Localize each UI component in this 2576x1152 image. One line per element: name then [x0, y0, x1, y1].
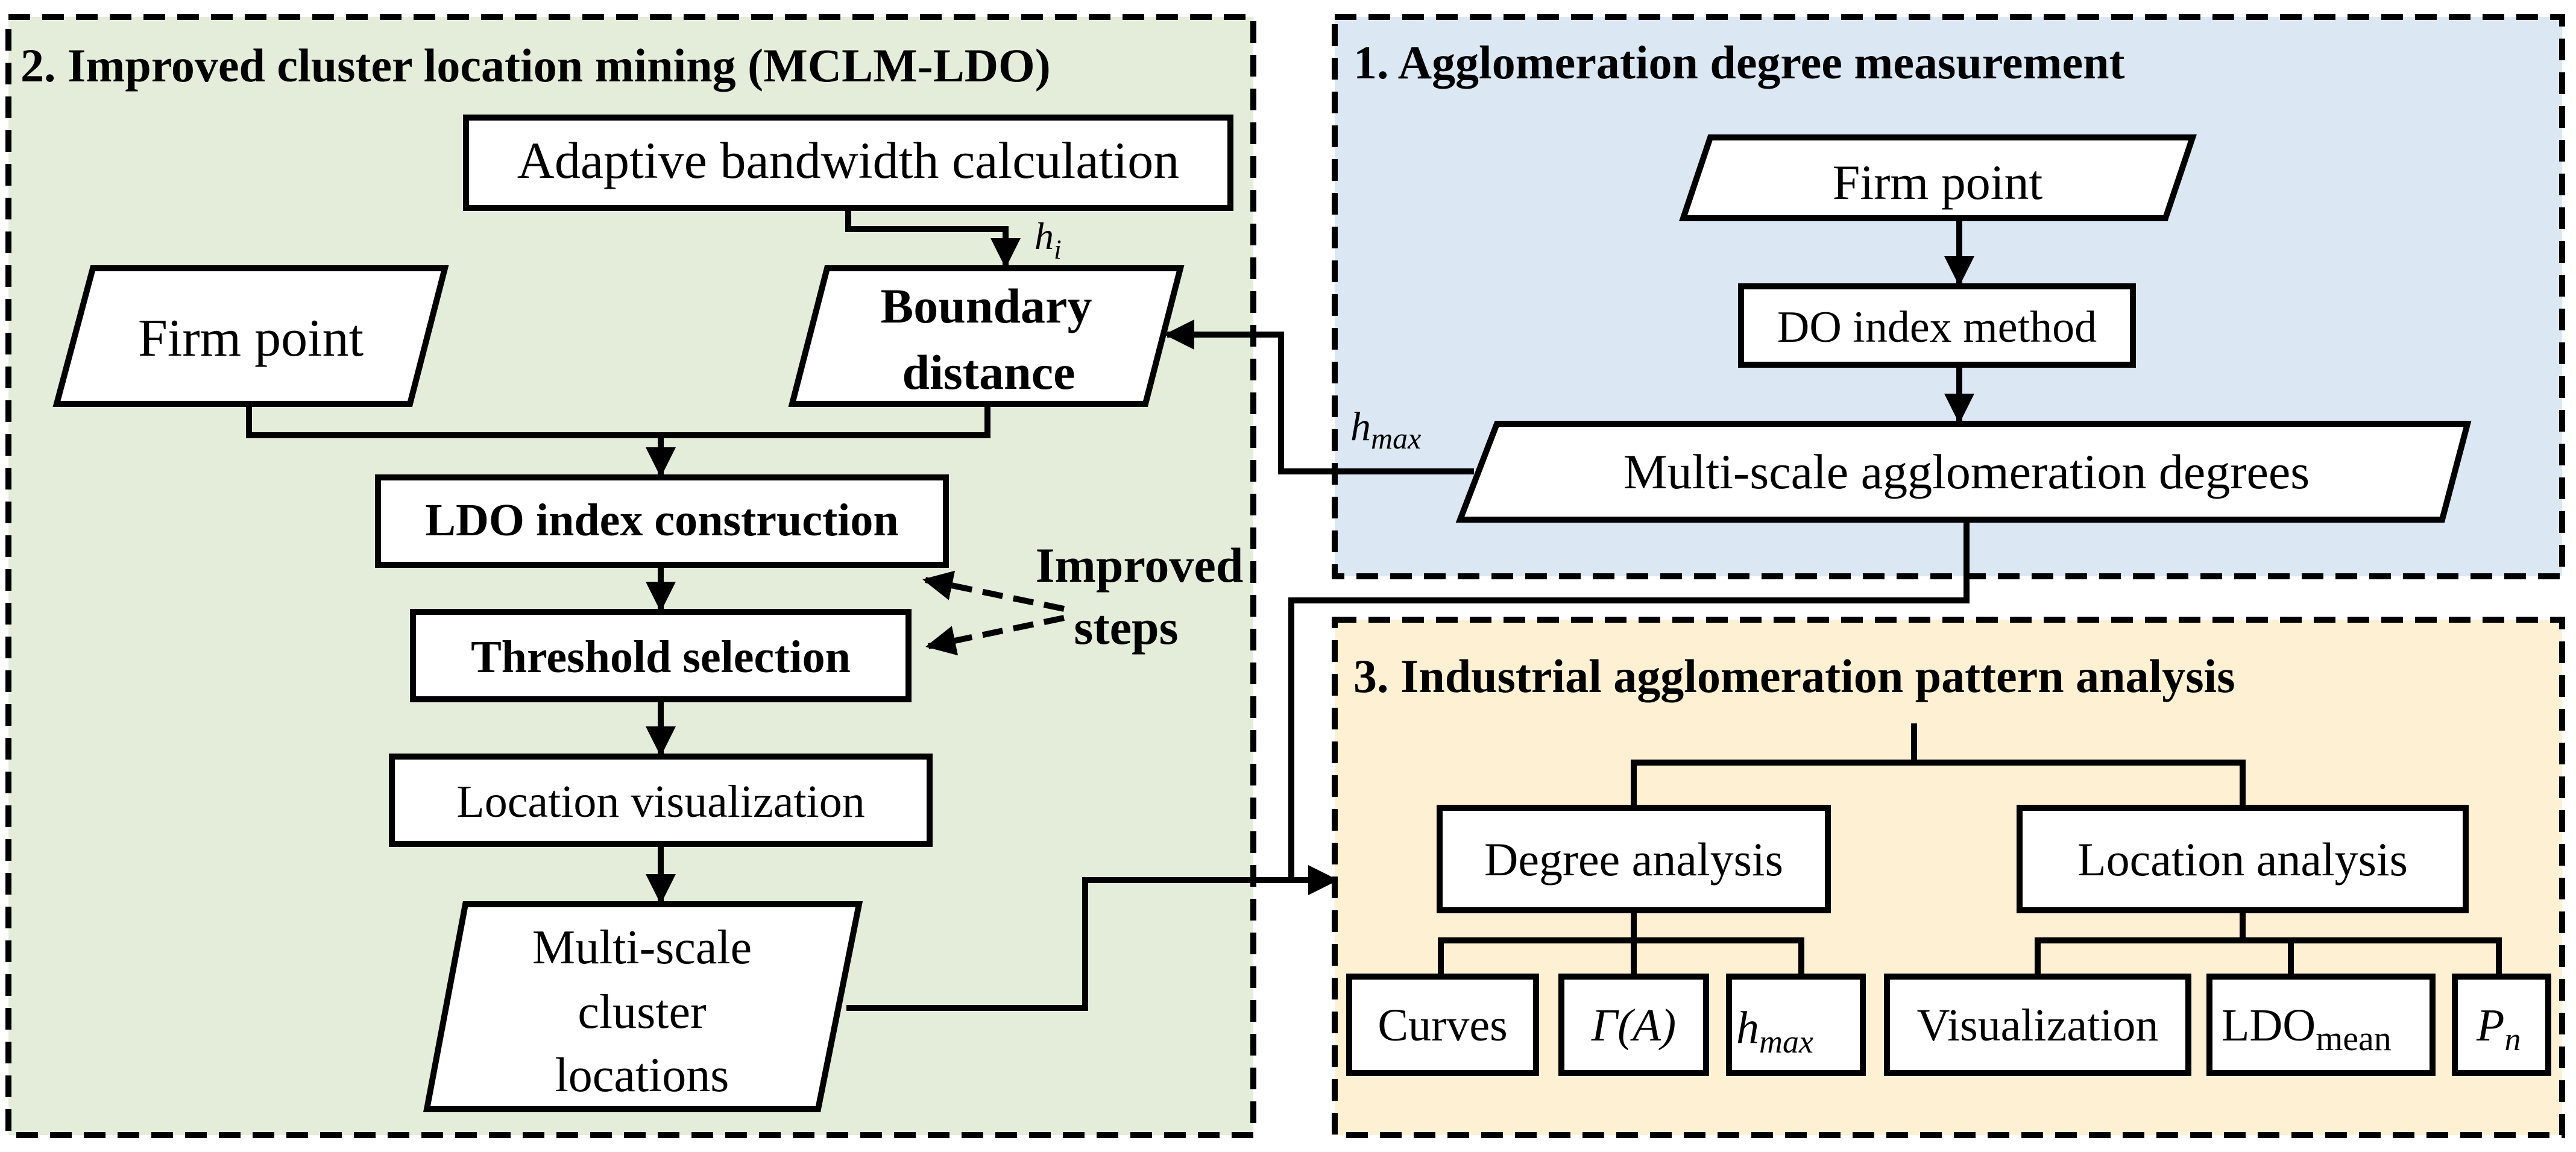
p3-pn-label: Pn [2476, 1000, 2521, 1057]
p3-hmax-sub: max [1759, 1024, 1813, 1060]
p3-gamma-box [1558, 974, 1709, 1076]
p2-threshold-selection-box [410, 609, 912, 702]
cluster-locations-to-pattern-analysis [846, 865, 1338, 1011]
p2-improved-dashed-arrow-bottom [925, 615, 1065, 656]
p2-h-i-sub: i [1054, 234, 1062, 265]
p3-degree-branch [1438, 937, 1804, 977]
p1-multi-scale-degrees-label: Multi-scale agglomeration degrees [1623, 444, 2310, 499]
p2-boundary-line1: Boundary [881, 279, 1092, 333]
p3-curves-label: Curves [1378, 1000, 1507, 1051]
p2-improved-line1: Improved [1036, 538, 1244, 593]
p3-gamma-label: Γ(A) [1591, 1000, 1676, 1051]
p2-adaptive-bandwidth-box [463, 115, 1233, 211]
p3-hmax-main: h [1736, 1002, 1759, 1053]
p2-improved-dashed-arrow-top [922, 570, 1065, 612]
p2-clusters-line3: locations [555, 1049, 729, 1102]
p3-ldo-mean-box [2206, 974, 2436, 1076]
hmax-arrow-to-boundary [1164, 319, 1474, 474]
p2-threshold-selection-label: Threshold selection [471, 632, 851, 682]
p3-location-analysis-box [2017, 805, 2469, 913]
p2-merge-firm-boundary [246, 404, 990, 438]
p2-location-visualization-label: Location visualization [456, 776, 864, 827]
p3-ldo-mean-sub: mean [2316, 1019, 2392, 1058]
p2-hmax-main: h [1350, 403, 1371, 449]
p2-hmax-label: hmax [1350, 403, 1421, 455]
p3-curves-box [1346, 974, 1539, 1076]
p3-hmax-box [1726, 974, 1866, 1076]
p1-do-index-label: DO index method [1777, 303, 2097, 352]
p2-cluster-locations-shape [423, 901, 863, 1112]
p1-firm-point-shape [1679, 134, 2197, 221]
p2-clusters-line2: cluster [578, 986, 706, 1039]
panel1-title: 1. Agglomeration degree measurement [1353, 36, 2125, 89]
p2-boundary-line2: distance [902, 345, 1075, 400]
p2-clusters-line1: Multi-scale [532, 921, 752, 974]
p3-visualization-box [1884, 974, 2191, 1076]
p2-ldo-construction-label: LDO index construction [425, 495, 898, 546]
p2-arrow-bandwidth-to-boundary [845, 208, 1021, 268]
p3-ldo-mean-label: LDOmean [2222, 1000, 2392, 1058]
p3-hmax-label: hmax [1736, 1002, 1813, 1060]
p3-location-analysis-label: Location analysis [2077, 833, 2408, 886]
multi-scale-degrees-to-pattern-analysis [1288, 520, 1970, 880]
p2-firm-point-label: Firm point [138, 309, 364, 368]
p2-firm-point-shape [52, 265, 449, 407]
p2-hmax-sub: max [1371, 421, 1421, 455]
p3-visualization-label: Visualization [1917, 1000, 2159, 1051]
panel2-title: 2. Improved cluster location mining (MCL… [20, 39, 1051, 92]
p2-improved-line2: steps [1074, 600, 1178, 655]
p3-degree-analysis-label: Degree analysis [1484, 833, 1783, 886]
p3-pn-box [2452, 974, 2551, 1076]
p3-location-branch [2035, 937, 2502, 977]
p1-multi-scale-degrees-shape [1455, 421, 2472, 523]
p1-firm-point-label: Firm point [1833, 155, 2043, 210]
p3-pn-sub: n [2504, 1021, 2521, 1057]
p2-adaptive-bandwidth-label: Adaptive bandwidth calculation [517, 131, 1180, 189]
p3-pn-main: P [2476, 1000, 2504, 1051]
p1-do-index-box [1738, 283, 2136, 368]
p3-tree-root-bar [1631, 760, 2246, 808]
p3-degree-analysis-box [1437, 805, 1831, 913]
p2-h-i-main: h [1034, 215, 1054, 257]
p3-ldo-mean-main: LDO [2222, 1000, 2316, 1051]
panel3-title: 3. Industrial agglomeration pattern anal… [1353, 650, 2235, 702]
p2-h-i-label: hi [1034, 215, 1062, 265]
p2-boundary-distance-shape [788, 265, 1185, 407]
